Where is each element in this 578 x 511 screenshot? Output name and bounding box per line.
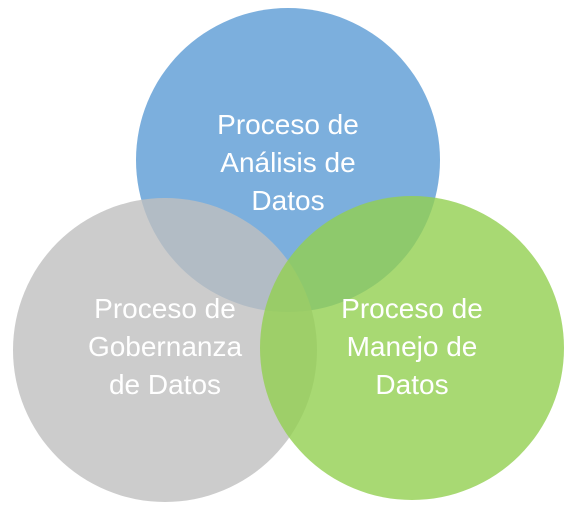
label-manejo: Proceso de Manejo de Datos: [341, 293, 483, 400]
label-gobernanza-line-3: de Datos: [109, 369, 221, 400]
label-gobernanza-line-2: Gobernanza: [88, 331, 243, 362]
label-manejo-line-2: Manejo de: [347, 331, 478, 362]
label-analisis-line-1: Proceso de: [217, 109, 359, 140]
label-analisis: Proceso de Análisis de Datos: [217, 109, 359, 216]
label-analisis-line-3: Datos: [251, 185, 324, 216]
label-gobernanza: Proceso de Gobernanza de Datos: [88, 293, 243, 400]
label-analisis-line-2: Análisis de: [220, 147, 355, 178]
label-manejo-line-1: Proceso de: [341, 293, 483, 324]
label-manejo-line-3: Datos: [375, 369, 448, 400]
label-gobernanza-line-1: Proceso de: [94, 293, 236, 324]
circle-gobernanza: [13, 198, 317, 502]
circle-manejo: [260, 196, 564, 500]
